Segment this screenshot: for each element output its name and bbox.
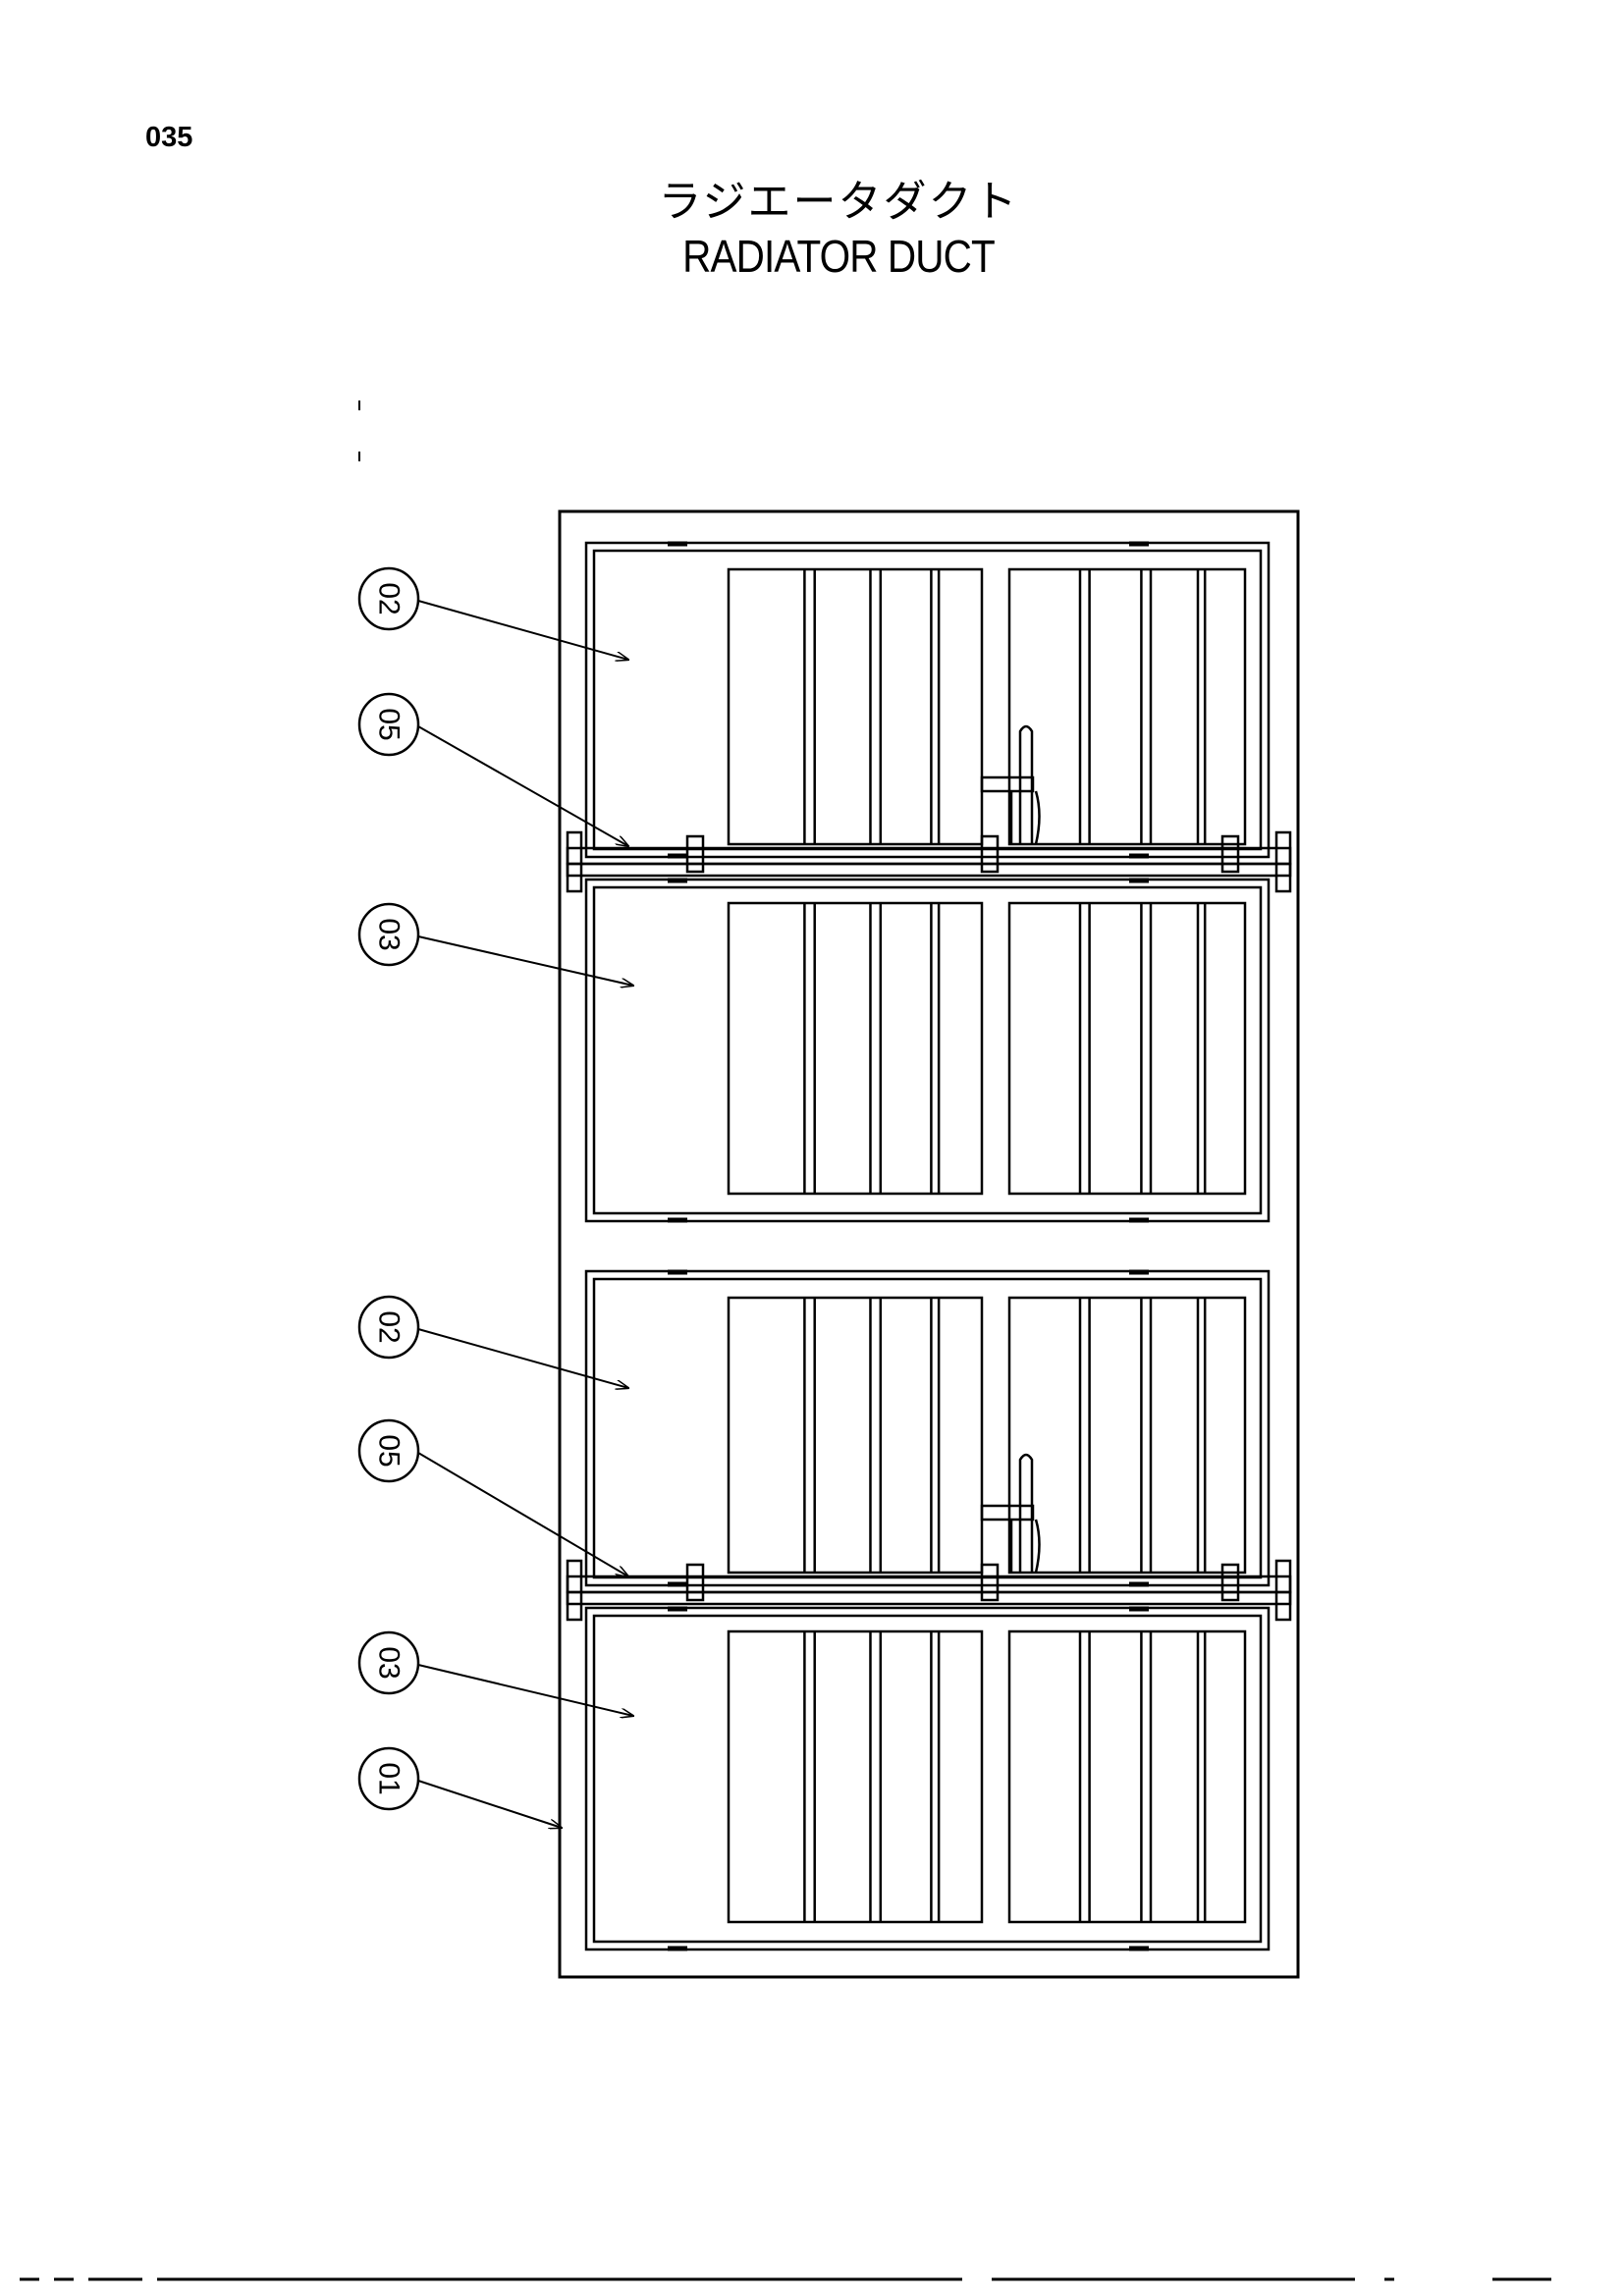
- callout-number: 02: [373, 1310, 406, 1343]
- louver-panel-right: [1007, 567, 1247, 846]
- latch-spring: [1009, 1519, 1041, 1574]
- callout-bubble: [357, 1295, 420, 1360]
- louver-border: [1007, 901, 1247, 1196]
- title-english: RADIATOR DUCT: [682, 231, 996, 282]
- callout-number: 01: [373, 1762, 406, 1794]
- leader-arrow: [417, 600, 628, 660]
- bar-lower: [566, 1590, 1292, 1606]
- bar-end-bracket: [1274, 830, 1292, 893]
- louver-border: [727, 901, 984, 1196]
- bar-lower: [566, 862, 1292, 878]
- housing-inner: [592, 1277, 1263, 1579]
- leader-arrow: [417, 725, 628, 846]
- louver-panel-left: [727, 1296, 984, 1575]
- upper-housing: [584, 1269, 1271, 1587]
- bar-clamp: [685, 834, 705, 874]
- latch-clip: [980, 1504, 1035, 1522]
- louver-panel-left: [727, 901, 984, 1196]
- callout-03: 03: [357, 1630, 633, 1716]
- duct-assembly: [566, 541, 1292, 1223]
- louver-border: [727, 1629, 984, 1924]
- housing-outer: [584, 1606, 1271, 1951]
- leader-arrow: [417, 935, 633, 986]
- callout-number: 05: [373, 1434, 406, 1467]
- outer-frame: [558, 509, 1300, 1979]
- leader-arrow: [417, 1780, 562, 1828]
- louver-panel-right: [1007, 1629, 1247, 1924]
- callout-number: 03: [373, 918, 406, 950]
- callouts: 02 05 03 02 05 03 01: [357, 566, 633, 1828]
- louver-panel-right: [1007, 1296, 1247, 1575]
- bar-clamp: [980, 834, 1000, 874]
- cross-bar: [566, 1559, 1292, 1622]
- title-japanese: ラジエータダクト: [658, 177, 1019, 227]
- lower-housing: [584, 878, 1271, 1223]
- callout-bubble: [357, 1630, 420, 1695]
- callout-03: 03: [357, 902, 633, 986]
- title-block: ラジエータダクト RADIATOR DUCT: [0, 175, 1624, 283]
- callout-number: 03: [373, 1646, 406, 1679]
- housing-inner: [592, 549, 1263, 851]
- callout-bubble: [357, 902, 420, 967]
- callout-number: 05: [373, 708, 406, 740]
- bar-end-bracket: [566, 830, 583, 893]
- leader-arrow: [417, 1664, 633, 1716]
- latch-spring: [1009, 790, 1041, 845]
- callout-02: 02: [357, 1295, 628, 1388]
- leader-arrow: [417, 1452, 628, 1576]
- bar-clamp: [1220, 834, 1240, 874]
- callout-bubble: [357, 1746, 420, 1811]
- louver-panel-left: [727, 567, 984, 846]
- bar-end-bracket: [1274, 1559, 1292, 1622]
- leader-arrow: [417, 1328, 628, 1388]
- callout-bubble: [357, 1418, 420, 1483]
- louver-border: [727, 567, 984, 846]
- bar-clamp: [980, 1563, 1000, 1602]
- callout-05: 05: [357, 692, 628, 846]
- latch-clip: [980, 775, 1035, 793]
- housing-outer: [584, 541, 1271, 859]
- louver-panel-right: [1007, 901, 1247, 1196]
- housing-outer: [584, 878, 1271, 1223]
- louver-border: [727, 1296, 984, 1575]
- housing-outer: [584, 1269, 1271, 1587]
- latch-rod: [1018, 724, 1034, 844]
- louver-panel-left: [727, 1629, 984, 1924]
- cross-bar: [566, 830, 1292, 893]
- duct-assemblies: [566, 541, 1292, 1951]
- louver-border: [1007, 1296, 1247, 1575]
- callout-05: 05: [357, 1418, 628, 1576]
- callout-number: 02: [373, 582, 406, 614]
- duct-assembly: [566, 1269, 1292, 1951]
- bar-clamp: [685, 1563, 705, 1602]
- louver-border: [1007, 1629, 1247, 1924]
- page-number: 035: [145, 122, 193, 153]
- bar-clamp: [1220, 1563, 1240, 1602]
- bar-end-bracket: [566, 1559, 583, 1622]
- upper-housing: [584, 541, 1271, 859]
- lower-housing: [584, 1606, 1271, 1951]
- callout-bubble: [357, 692, 420, 757]
- callout-bubble: [357, 566, 420, 631]
- latch-rod: [1018, 1453, 1034, 1573]
- callout-02: 02: [357, 566, 628, 660]
- housing-inner: [592, 885, 1263, 1215]
- housing-inner: [592, 1614, 1263, 1944]
- louver-border: [1007, 567, 1247, 846]
- callout-01: 01: [357, 1746, 562, 1828]
